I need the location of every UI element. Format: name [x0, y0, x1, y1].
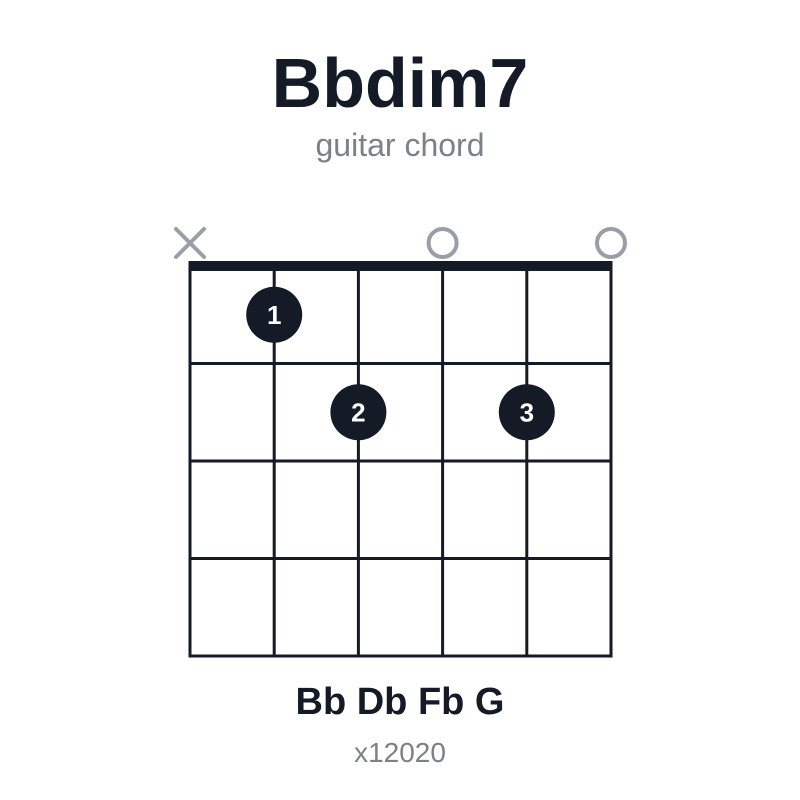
muted-stroke [174, 227, 206, 259]
open-string-icon [426, 227, 459, 259]
chord-subtitle: guitar chord [315, 127, 485, 163]
finger-dot: 1 [246, 286, 303, 343]
finger-number-label: 1 [267, 300, 281, 330]
open-string-icon [595, 227, 627, 259]
chord-fingering-code: x12020 [354, 737, 446, 768]
finger-dot-circle [246, 286, 303, 343]
finger-dots: 1 2 3 [246, 286, 555, 441]
string-markers [174, 227, 627, 259]
chord-notes: Bb Db Fb G [295, 681, 505, 723]
finger-dot: 2 [330, 384, 387, 441]
nut [188, 261, 613, 271]
finger-dot-circle [330, 384, 387, 441]
finger-dot-circle [498, 384, 555, 441]
muted-string-icon [174, 227, 206, 259]
finger-dot: 3 [498, 384, 555, 441]
fretboard-grid [188, 261, 613, 658]
finger-number-label: 2 [351, 397, 365, 427]
finger-number-label: 3 [520, 397, 534, 427]
chord-title: Bbdim7 [271, 44, 529, 122]
